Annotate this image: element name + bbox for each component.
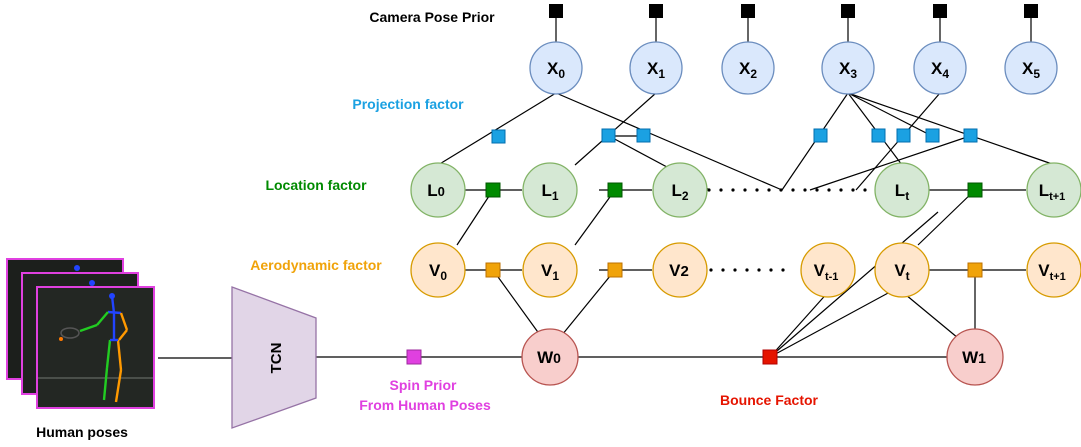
svg-text:Lt: Lt: [895, 181, 909, 203]
aerodynamic-factors: [485, 262, 983, 278]
camera-prior-factor: [841, 4, 855, 18]
svg-text:Vt+1: Vt+1: [1038, 261, 1066, 283]
svg-text:V1: V1: [541, 261, 559, 283]
location-factor-label: Location factor: [265, 177, 367, 193]
svg-text:L1: L1: [541, 181, 558, 203]
location-factor: [485, 182, 501, 198]
bounce-factor: [762, 349, 778, 365]
human-poses-label: Human poses: [36, 424, 128, 440]
camera-nodes: X0 X1 X2 X3 X4 X5: [529, 41, 1058, 95]
velocity-node-v2: V2: [652, 242, 708, 298]
camera-node-x3: X3: [821, 41, 875, 95]
svg-text:X1: X1: [647, 59, 665, 81]
continuation-dots: [707, 188, 867, 272]
svg-text:L2: L2: [671, 181, 688, 203]
velocity-nodes: V0 V1 V2 Vt-1 Vt Vt+1: [410, 242, 1081, 298]
projection-factor: [896, 128, 911, 143]
spin-node-w0: W0: [521, 328, 579, 386]
camera-node-x5: X5: [1004, 41, 1058, 95]
camera-prior-factor: [933, 4, 947, 18]
svg-text:W0: W0: [537, 348, 561, 367]
location-node-lt: Lt: [874, 162, 930, 218]
svg-text:V2: V2: [669, 261, 689, 280]
location-node-l2: L2: [652, 162, 708, 218]
location-factor: [607, 182, 623, 198]
velocity-node-vt: Vt: [874, 242, 930, 298]
spin-prior-label-line2: From Human Poses: [359, 397, 491, 413]
projection-factors: [491, 128, 978, 144]
tcn-block: TCN: [231, 286, 317, 429]
camera-node-x0: X0: [529, 41, 583, 95]
location-node-lt1: Lt+1: [1026, 162, 1081, 218]
aerodynamic-factor: [967, 262, 983, 278]
svg-text:X0: X0: [547, 59, 565, 81]
svg-text:W1: W1: [962, 348, 986, 367]
camera-node-x4: X4: [913, 41, 967, 95]
aerodynamic-factor: [607, 262, 623, 278]
svg-text:Vt: Vt: [894, 261, 909, 283]
location-factors: [485, 182, 983, 198]
projection-factor: [636, 128, 651, 143]
camera-prior-factor: [649, 4, 663, 18]
velocity-node-vt1: Vt+1: [1026, 242, 1081, 298]
velocity-node-v1: V1: [522, 242, 578, 298]
camera-prior-factor: [741, 4, 755, 18]
projection-factor: [813, 128, 828, 143]
aerodynamic-factor-label: Aerodynamic factor: [250, 257, 382, 273]
spin-nodes: W0 W1: [521, 328, 1004, 386]
svg-text:X4: X4: [931, 59, 949, 81]
projection-factor: [871, 128, 886, 143]
projection-factor-label: Projection factor: [352, 96, 464, 112]
aerodynamic-factor: [485, 262, 501, 278]
svg-text:Vt-1: Vt-1: [814, 261, 839, 283]
spin-node-w1: W1: [946, 328, 1004, 386]
spin-prior-factor: [406, 349, 422, 365]
projection-factor: [601, 128, 616, 143]
stacked-video-frames-with-skeleton-icon: [6, 258, 155, 409]
svg-text:L0: L0: [427, 181, 445, 200]
location-nodes: L0 L1 L2 Lt Lt+1: [410, 162, 1081, 218]
svg-text:Lt+1: Lt+1: [1039, 181, 1066, 203]
velocity-node-v0: V0: [410, 242, 466, 298]
velocity-node-vt-1: Vt-1: [800, 242, 856, 298]
svg-text:V0: V0: [429, 261, 447, 283]
spin-prior-label-line1: Spin Prior: [390, 377, 457, 393]
projection-factor: [491, 129, 506, 144]
bounce-factor-label: Bounce Factor: [720, 392, 819, 408]
location-factor: [967, 182, 983, 198]
location-node-l1: L1: [522, 162, 578, 218]
camera-prior-factor: [549, 4, 563, 18]
camera-pose-prior-label: Camera Pose Prior: [369, 9, 495, 25]
location-node-l0: L0: [410, 162, 466, 218]
camera-prior-factors: [549, 4, 1038, 18]
projection-factor: [963, 128, 978, 143]
projection-factor: [925, 128, 940, 143]
camera-prior-factor: [1024, 4, 1038, 18]
camera-node-x1: X1: [629, 41, 683, 95]
camera-node-x2: X2: [721, 41, 775, 95]
svg-text:X5: X5: [1022, 59, 1040, 81]
svg-text:X3: X3: [839, 59, 857, 81]
tcn-label: TCN: [268, 343, 285, 374]
svg-text:X2: X2: [739, 59, 757, 81]
